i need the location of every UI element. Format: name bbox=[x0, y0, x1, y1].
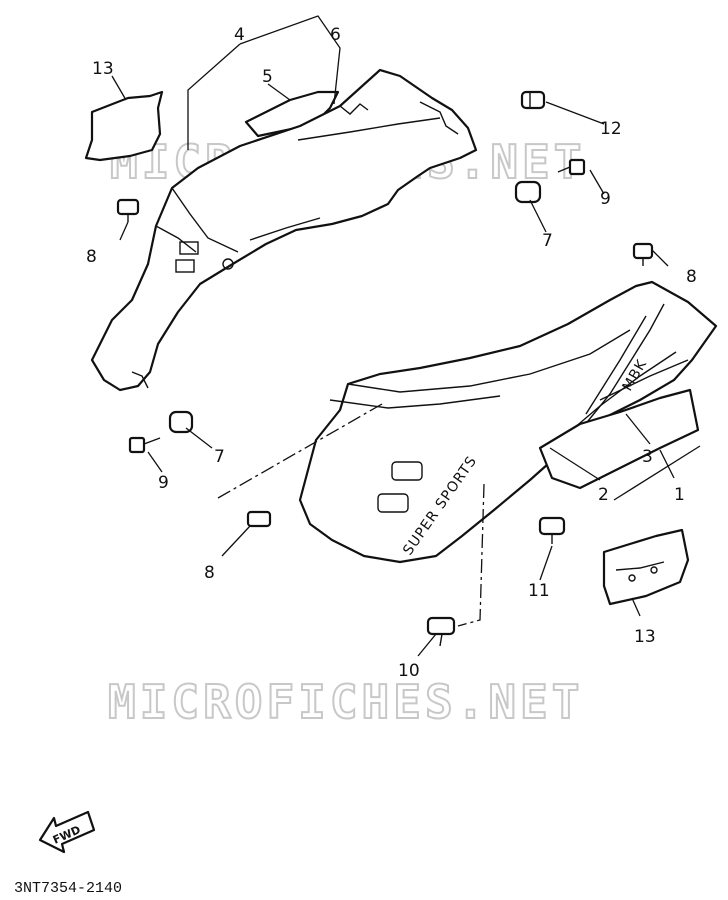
part-9-screw-left[interactable] bbox=[128, 436, 161, 454]
callout-10: 10 bbox=[398, 661, 420, 681]
part-3-trim[interactable] bbox=[538, 388, 700, 490]
callout-11: 11 bbox=[528, 581, 550, 601]
callout-8-upper-right: 8 bbox=[686, 267, 697, 287]
callout-8-lower: 8 bbox=[204, 563, 215, 583]
part-8-bolt-lower[interactable] bbox=[246, 510, 272, 528]
part-10-bolt[interactable] bbox=[426, 616, 456, 647]
part-13-label-bottom[interactable] bbox=[602, 528, 690, 606]
part-12-nut[interactable] bbox=[520, 90, 546, 110]
callout-13-top: 13 bbox=[92, 59, 114, 79]
part-8-bolt-upper-left[interactable] bbox=[116, 198, 140, 222]
callout-4: 4 bbox=[234, 25, 245, 45]
callout-9-right: 9 bbox=[600, 189, 611, 209]
callout-8-upper-left: 8 bbox=[86, 247, 97, 267]
part-11-bolt[interactable] bbox=[538, 516, 566, 544]
part-8-bolt-upper-right[interactable] bbox=[632, 242, 654, 266]
callout-1: 1 bbox=[674, 485, 685, 505]
callout-6: 6 bbox=[330, 25, 341, 45]
part-7-grommet-right[interactable] bbox=[514, 180, 542, 204]
callout-7-right: 7 bbox=[542, 231, 553, 251]
leader-lines bbox=[111, 15, 701, 657]
callout-5: 5 bbox=[262, 67, 273, 87]
part-13-label-top[interactable] bbox=[84, 90, 164, 162]
callouts: 4 6 5 13 12 9 7 8 8 7 9 3 2 1 8 11 13 10 bbox=[86, 25, 697, 681]
callout-12: 12 bbox=[600, 119, 622, 139]
watermark-bottom: MICROFICHES.NET bbox=[108, 675, 583, 729]
part-4-upper-cover[interactable] bbox=[90, 68, 478, 392]
callout-3: 3 bbox=[642, 447, 653, 467]
part-9-screw-right[interactable] bbox=[557, 158, 586, 176]
diagram-code: 3NT7354-2140 bbox=[14, 880, 122, 897]
callout-2: 2 bbox=[598, 485, 609, 505]
part-7-grommet-left[interactable] bbox=[168, 410, 194, 434]
callout-13-bottom: 13 bbox=[634, 627, 656, 647]
fwd-arrow-icon: FWD bbox=[38, 810, 96, 854]
callout-7-left: 7 bbox=[214, 447, 225, 467]
callout-9-left: 9 bbox=[158, 473, 169, 493]
part-5-panel[interactable] bbox=[244, 90, 340, 138]
